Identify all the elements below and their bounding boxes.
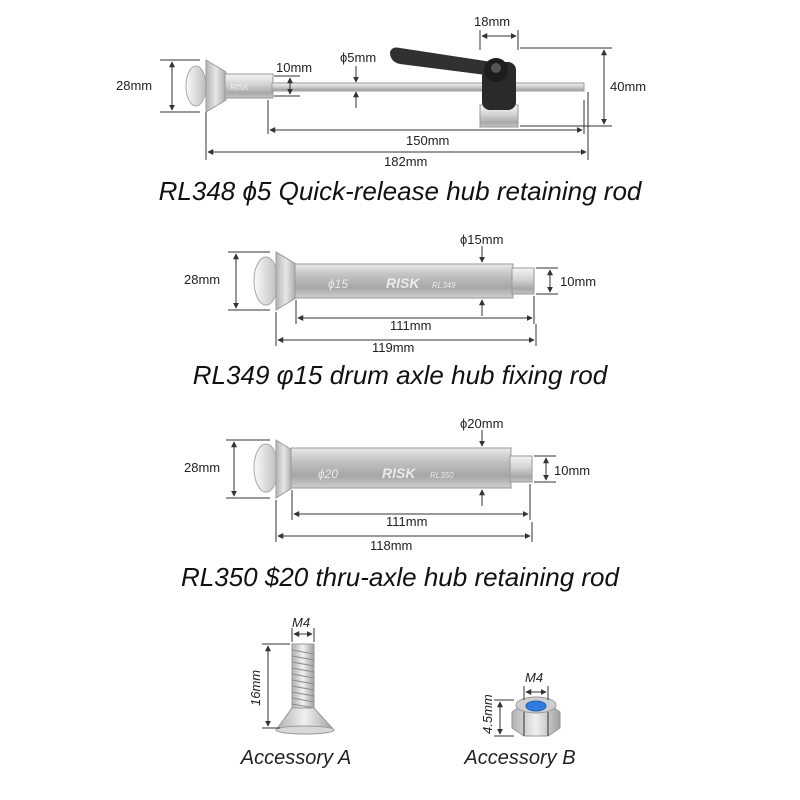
rod3-etch-brand: RISK [382,465,416,481]
accessory-b-dim-thread: M4 [525,670,543,685]
rod1-lever [390,47,494,76]
rod2-etch-brand: RISK [386,275,420,291]
rod1-dim-inner-length: 150mm [406,133,449,148]
rod3-dim-head-height: 28mm [184,460,220,475]
rod3-dim-stub-dia: 10mm [554,463,590,478]
rod2-body [294,263,514,299]
accessory-a-dim-thread: M4 [292,615,310,630]
rod1-dim-head-height: 28mm [116,78,152,93]
rod2-cone [275,251,297,311]
rod2-head-cap [253,256,279,306]
screw-head-face [275,725,335,735]
rod2-dim-inner-length: 111mm [390,318,431,333]
rod1-shaft [271,82,585,92]
rod3-dim-body-dia: ϕ20mm [460,416,503,431]
accessory-b-label: Accessory B [463,747,575,769]
accessory-a-label: Accessory A [240,747,351,769]
rod3-head-cap [253,443,279,493]
accessory-a: M4 16mm Accessory A [240,615,351,769]
accessory-a-dim-length: 16mm [248,670,263,706]
rod-rl349: ϕ15 RISK RL349 28mm ϕ15mm 10mm 111mm 119… [184,232,609,390]
rod3-etch-model: RL350 [430,471,454,480]
rod3-dim-inner-length: 111mm [386,514,427,529]
rod2-dim-head-height: 28mm [184,272,220,287]
rod-rl350: ϕ20 RISK RL350 28mm ϕ20mm 10mm 111mm 118… [181,416,621,592]
rod3-cone [275,439,293,499]
nut-nylon-insert [525,700,547,712]
rod1-dim-shaft-dia: ϕ5mm [340,50,376,65]
rod1-head-cap [185,65,207,107]
rod2-stub [511,267,535,295]
rod1-cone [205,59,227,113]
rod3-caption: RL350 $20 thru-axle hub retaining rod [181,562,621,592]
accessory-b: M4 4.5mm Accessory B [463,670,575,769]
rod2-etch-model: RL349 [432,281,456,290]
rod3-body [290,447,512,489]
rod3-etch-dia: ϕ20 [318,467,338,481]
rod1-dim-clamp-width: 18mm [474,14,510,29]
rod2-caption: RL349 φ15 drum axle hub fixing rod [193,360,609,390]
rod2-dim-total-length: 119mm [372,340,414,355]
rod3-stub [509,455,533,483]
rod1-dim-clamp-height: 40mm [610,79,646,94]
rod2-etch-dia: ϕ15 [328,277,348,291]
rod1-dim-total-length: 182mm [384,154,427,169]
rod1-caption: RL348 ϕ5 Quick-release hub retaining rod [159,176,643,206]
rod1-screw-icon [491,63,501,73]
accessory-b-dim-height: 4.5mm [480,694,495,734]
rod2-dim-stub-dia: 10mm [560,274,596,289]
rod-rl348: RISK 28mm 10mm ϕ5mm 18mm 40mm [116,14,646,206]
rod1-dim-stub-dia: 10mm [276,60,312,75]
rod3-dim-total-length: 118mm [370,538,412,553]
screw-thread-lines [291,649,315,709]
rod1-etch: RISK [230,83,249,92]
rod1-stub [224,73,274,99]
rod2-dim-body-dia: ϕ15mm [460,232,503,247]
